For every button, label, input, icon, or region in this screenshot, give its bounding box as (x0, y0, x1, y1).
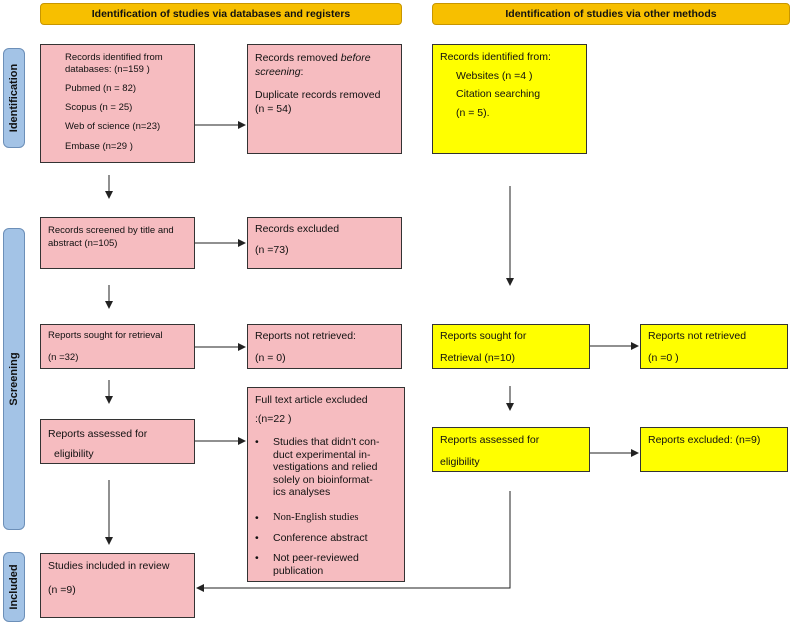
other-records-identified-box: Records identified from: Websites (n =4 … (432, 44, 587, 154)
db-pubmed: Pubmed (n = 82) (65, 83, 137, 94)
db-assessed-line2: eligibility (54, 448, 94, 460)
phase-screening: Screening (3, 228, 25, 530)
db-scopus: Scopus (n = 25) (65, 102, 133, 113)
other-not-retrieved-title: Reports not retrieved (648, 330, 747, 342)
db-not-retrieved-title: Reports not retrieved: (255, 330, 356, 342)
screened-line2: abstract (n=105) (48, 238, 118, 249)
other-assessed-line2: eligibility (440, 456, 480, 468)
reason-4-line2: publication (273, 564, 324, 577)
header-other-text: Identification of studies via other meth… (505, 8, 717, 20)
records-excluded-box: Records excluded (n =73) (247, 217, 402, 269)
studies-included-box: Studies included in review (n =9) (40, 553, 195, 618)
header-databases: Identification of studies via databases … (40, 3, 402, 25)
db-sought-title: Reports sought for retrieval (48, 330, 163, 341)
other-websites: Websites (n =4 ) (456, 70, 533, 82)
db-identified-line2: databases: (n=159 ) (65, 64, 150, 75)
phase-included: Included (3, 552, 25, 622)
db-web-of-science: Web of science (n=23) (65, 121, 161, 132)
reason-1-line4: solely on bioinformat- (273, 473, 373, 486)
reason-not-peer-reviewed: • Not peer-reviewed publication (255, 552, 395, 577)
reason-conference-abstract: • Conference abstract (255, 532, 395, 545)
phase-identification: Identification (3, 48, 25, 148)
bullet-3: • (255, 532, 259, 544)
records-screened-box: Records screened by title and abstract (… (40, 217, 195, 269)
bullet-4: • (255, 552, 259, 564)
reason-bioinformatics: • Studies that didn't con- duct experime… (255, 436, 395, 499)
removed-duplicates-n: (n = 54) (255, 103, 292, 115)
bullet-2: • (255, 512, 259, 524)
header-databases-text: Identification of studies via databases … (91, 8, 351, 20)
reason-2-line1: Non-English studies (273, 512, 359, 523)
reason-non-english: • Non-English studies (255, 512, 395, 525)
removed-line2: screening: (255, 66, 304, 78)
other-sought-line1: Reports sought for (440, 330, 527, 342)
fulltext-title: Full text article excluded (255, 394, 368, 406)
header-other-methods: Identification of studies via other meth… (432, 3, 790, 25)
db-not-retrieved-box: Reports not retrieved: (n = 0) (247, 324, 402, 369)
reason-3-line1: Conference abstract (273, 532, 368, 544)
db-records-identified-box: Records identified from databases: (n=15… (40, 44, 195, 163)
other-reports-assessed-box: Reports assessed for eligibility (432, 427, 590, 472)
included-n: (n =9) (48, 584, 76, 596)
reason-1-line5: ics analyses (273, 486, 331, 498)
removed-line1: Records removed before (255, 52, 371, 64)
other-reports-excluded-box: Reports excluded: (n=9) (640, 427, 788, 472)
removed-duplicates: Duplicate records removed (255, 89, 381, 101)
db-assessed-line1: Reports assessed for (48, 428, 148, 440)
reason-1-line3: vestigations and relied (273, 461, 378, 473)
db-sought-n: (n =32) (48, 352, 79, 363)
other-identified-title: Records identified from: (440, 51, 551, 63)
bullet-1: • (255, 436, 259, 448)
reason-1-line1: Studies that didn't con- (273, 436, 380, 448)
arrow-other-assessed-to-included (196, 491, 511, 592)
other-excluded-title: Reports excluded: (n=9) (648, 434, 761, 446)
included-title: Studies included in review (48, 560, 170, 572)
other-not-retrieved-n: (n =0 ) (648, 352, 679, 364)
other-assessed-line1: Reports assessed for (440, 434, 540, 446)
records-removed-box: Records removed before screening: Duplic… (247, 44, 402, 154)
fulltext-n: :(n=22 ) (255, 413, 292, 425)
other-reports-sought-box: Reports sought for Retrieval (n=10) (432, 324, 590, 369)
db-embase: Embase (n=29 ) (65, 141, 133, 152)
screened-line1: Records screened by title and (48, 225, 174, 236)
other-citation-searching: Citation searching (456, 88, 541, 100)
db-identified-line1: Records identified from (65, 52, 163, 63)
excluded-title: Records excluded (255, 223, 340, 235)
other-not-retrieved-box: Reports not retrieved (n =0 ) (640, 324, 788, 369)
reason-1-line2: duct experimental in- (273, 448, 371, 461)
db-reports-sought-box: Reports sought for retrieval (n =32) (40, 324, 195, 369)
reason-4-line1: Not peer-reviewed (273, 552, 359, 564)
db-not-retrieved-n: (n = 0) (255, 352, 286, 364)
other-identified-n: (n = 5). (456, 107, 490, 119)
other-sought-line2: Retrieval (n=10) (440, 352, 515, 364)
fulltext-excluded-box: Full text article excluded :(n=22 ) • St… (247, 387, 405, 582)
excluded-n: (n =73) (255, 244, 289, 256)
db-reports-assessed-box: Reports assessed for eligibility (40, 419, 195, 464)
